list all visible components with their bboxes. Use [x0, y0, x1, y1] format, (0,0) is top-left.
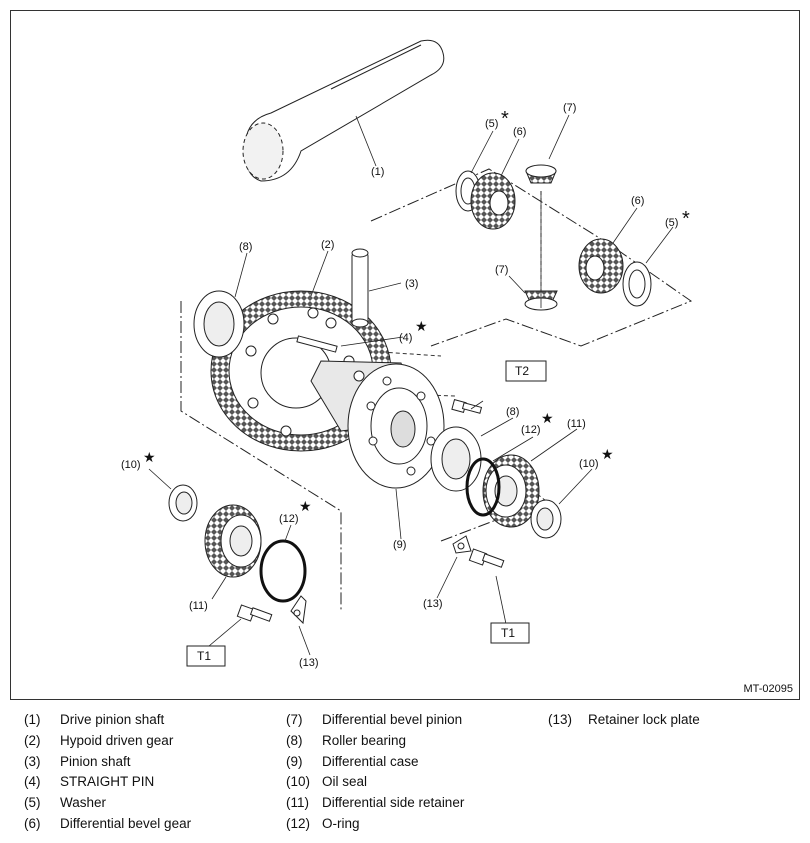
pinion-shaft — [351, 248, 369, 328]
star-mark: ★ — [143, 449, 156, 465]
bolt-t1-right — [468, 548, 505, 568]
retainer-lock-plate-left — [290, 595, 307, 625]
retainer-lock-plate-right — [452, 535, 472, 554]
callout-1: (1) — [371, 166, 384, 178]
diagram-canvas: (1) (2) (3) (4) (5) (5) (6) (6) (7) (7) … — [121, 39, 693, 669]
differential-bevel-gear-right — [578, 238, 624, 294]
star-mark: ★ — [601, 446, 614, 462]
legend-item: (6)Differential bevel gear — [24, 816, 192, 831]
legend-item: (10)Oil seal — [286, 774, 368, 789]
callout-10-right: (10) — [579, 458, 599, 470]
legend-item: (12)O-ring — [286, 816, 360, 831]
legend-item: (7)Differential bevel pinion — [286, 712, 463, 727]
asterisk-mark: * — [501, 108, 509, 130]
differential-side-retainer-left — [204, 504, 262, 578]
callout-3: (3) — [405, 278, 418, 290]
differential-bevel-pinion-top — [525, 164, 557, 184]
roller-bearing-left — [193, 290, 245, 358]
legend-item: (5)Washer — [24, 795, 107, 810]
callout-7-top: (7) — [563, 102, 576, 114]
callout-12-right: (12) — [521, 424, 541, 436]
legend-item: (11)Differential side retainer — [286, 795, 465, 810]
differential-case — [310, 360, 445, 489]
callout-8-right: (8) — [506, 406, 519, 418]
figure-id: MT-02095 — [743, 683, 793, 695]
star-mark: ★ — [299, 498, 312, 514]
asterisk-mark: * — [682, 208, 690, 230]
callout-4: (4) — [399, 332, 412, 344]
roller-bearing-right — [430, 426, 482, 492]
exploded-diagram: (1) (2) (3) (4) (5) (5) (6) (6) (7) (7) … — [10, 10, 800, 700]
callout-9: (9) — [393, 539, 406, 551]
o-ring-left — [259, 539, 307, 603]
callout-5-right: (5) — [665, 217, 678, 229]
legend-item: (2)Hypoid driven gear — [24, 733, 174, 748]
callout-2: (2) — [321, 239, 334, 251]
differential-bevel-gear-left — [470, 172, 516, 230]
o-ring-right — [465, 457, 501, 517]
oil-seal-left — [168, 484, 198, 522]
callout-6-left: (6) — [513, 126, 526, 138]
legend-item: (9)Differential case — [286, 754, 419, 769]
torque-label: T1 — [197, 649, 211, 663]
drive-pinion-shaft — [242, 39, 445, 182]
callout-12-left: (12) — [279, 513, 299, 525]
callout-5-left: (5) — [485, 118, 498, 130]
callout-11-right: (11) — [567, 418, 586, 430]
washer-right — [622, 261, 652, 307]
legend-item: (1)Drive pinion shaft — [24, 712, 165, 727]
callout-13-right: (13) — [423, 598, 443, 610]
torque-label: T1 — [501, 626, 515, 640]
differential-side-retainer-right — [482, 454, 540, 528]
legend-item: (4)STRAIGHT PIN — [24, 774, 155, 789]
legend-item: (8)Roller bearing — [286, 733, 407, 748]
torque-box-t1-left: T1 — [186, 645, 226, 667]
bolt-t1-left — [236, 604, 273, 622]
legend-item: (3)Pinion shaft — [24, 754, 131, 769]
oil-seal-right — [530, 499, 562, 539]
torque-box-t1-right: T1 — [490, 622, 530, 644]
callout-13-left: (13) — [299, 657, 319, 669]
callout-10-left: (10) — [121, 459, 141, 471]
star-mark: ★ — [415, 318, 428, 334]
bolt-t2 — [451, 399, 483, 414]
callout-11-left: (11) — [189, 600, 208, 612]
callout-7-bottom: (7) — [495, 264, 508, 276]
callout-8-left: (8) — [239, 241, 252, 253]
callout-6-right: (6) — [631, 195, 644, 207]
straight-pin — [296, 335, 338, 353]
torque-box-t2: T2 — [505, 360, 547, 382]
legend-item: (13)Retainer lock plate — [548, 712, 700, 727]
torque-label: T2 — [515, 364, 529, 378]
leader-lines — [148, 114, 674, 656]
star-mark: ★ — [541, 410, 554, 426]
